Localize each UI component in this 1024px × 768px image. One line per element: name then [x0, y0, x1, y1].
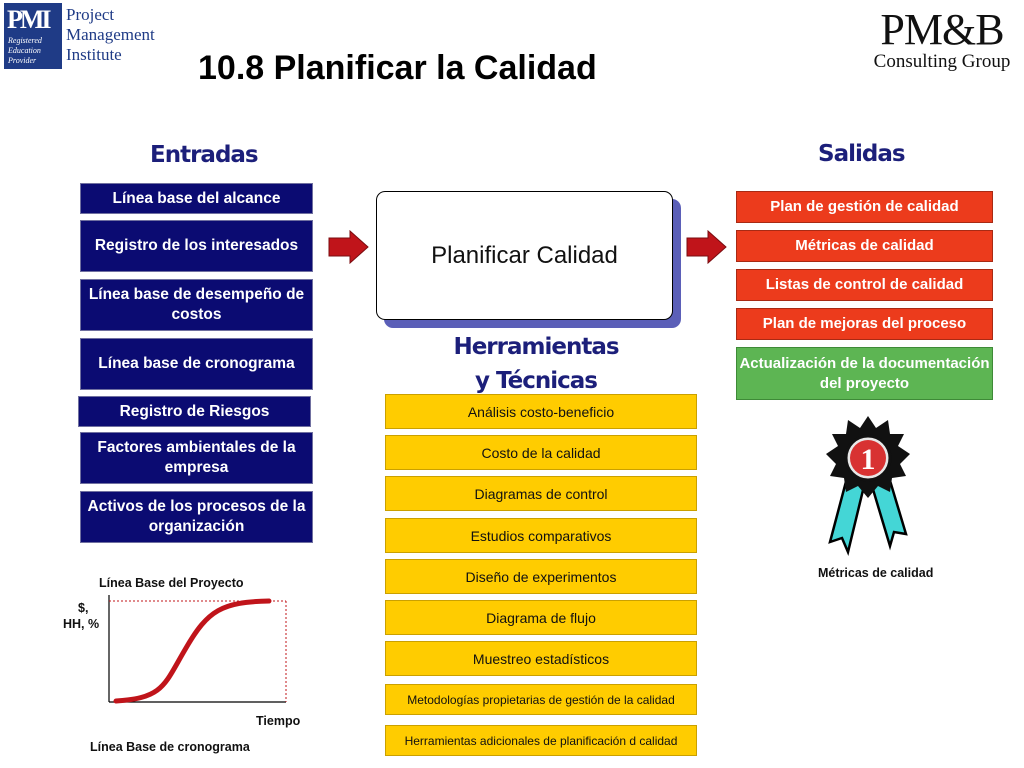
- input-item: Línea base del alcance: [80, 183, 313, 214]
- chart-ylabel-1: $,: [78, 601, 89, 615]
- tool-item: Muestreo estadísticos: [385, 641, 697, 676]
- pmi-mark: PMI Registered Education Provider: [4, 3, 62, 69]
- tool-item: Diseño de experimentos: [385, 559, 697, 594]
- input-item: Línea base de desempeño de costos: [80, 279, 313, 331]
- pmi-sub-line: Provider: [8, 56, 37, 65]
- tool-item: Costo de la calidad: [385, 435, 697, 470]
- herramientas-heading: Herramientas y Técnicas: [453, 334, 619, 394]
- salidas-heading: Salidas: [818, 141, 906, 167]
- tool-item: Estudios comparativos: [385, 518, 697, 553]
- output-item: Métricas de calidad: [736, 230, 993, 262]
- pmi-mark-text: PMI: [7, 5, 52, 34]
- input-item: Activos de los procesos de la organizaci…: [80, 491, 313, 543]
- input-item: Registro de los interesados: [80, 220, 313, 272]
- page-title: 10.8 Planificar la Calidad: [198, 49, 597, 87]
- pmi-name-line: Project: [66, 5, 115, 24]
- pmi-name-line: Management: [66, 25, 155, 44]
- input-item: Factores ambientales de la empresa: [80, 432, 313, 484]
- baseline-chart: [108, 595, 287, 704]
- chart-ylabel-2: HH, %: [63, 617, 100, 631]
- output-item: Actualización de la documentación del pr…: [736, 347, 993, 400]
- pmb-logo: PM&B Consulting Group: [866, 8, 1018, 72]
- pmb-logo-sub: Consulting Group: [873, 51, 1011, 72]
- pmi-name-line: Institute: [66, 45, 122, 64]
- input-arrow-icon: [328, 230, 369, 264]
- pmi-sub-line: Education: [8, 46, 41, 55]
- s-curve: [113, 598, 272, 704]
- tool-item: Diagrama de flujo: [385, 600, 697, 635]
- award-number: 1: [861, 443, 876, 476]
- award-caption: Métricas de calidad: [818, 566, 934, 580]
- pmi-sub-line: Registered: [8, 36, 42, 45]
- output-item: Plan de gestión de calidad: [736, 191, 993, 223]
- pmb-logo-main: PM&B: [880, 5, 1004, 54]
- tool-item: Análisis costo-beneficio: [385, 394, 697, 429]
- chart-xlabel: Tiempo: [256, 714, 301, 728]
- award-ribbon-icon: 1: [826, 416, 910, 556]
- chart-title: Línea Base del Proyecto: [99, 576, 244, 590]
- tool-item: Herramientas adicionales de planificació…: [385, 725, 697, 756]
- pmi-mark-sub: Registered Education Provider: [8, 36, 60, 66]
- output-arrow-icon: [686, 230, 727, 264]
- output-item: Plan de mejoras del proceso: [736, 308, 993, 340]
- output-item: Listas de control de calidad: [736, 269, 993, 301]
- tool-item: Metodologías propietarias de gestión de …: [385, 684, 697, 715]
- entradas-heading: Entradas: [150, 142, 259, 168]
- process-box: Planificar Calidad: [376, 191, 673, 320]
- pmi-name: Project Management Institute: [66, 5, 156, 65]
- tool-item: Diagramas de control: [385, 476, 697, 511]
- chart-caption: Línea Base de cronograma: [90, 740, 250, 754]
- input-item: Registro de Riesgos: [78, 396, 311, 427]
- input-item: Línea base de cronograma: [80, 338, 313, 390]
- pmi-logo: PMI Registered Education Provider Projec…: [4, 3, 155, 69]
